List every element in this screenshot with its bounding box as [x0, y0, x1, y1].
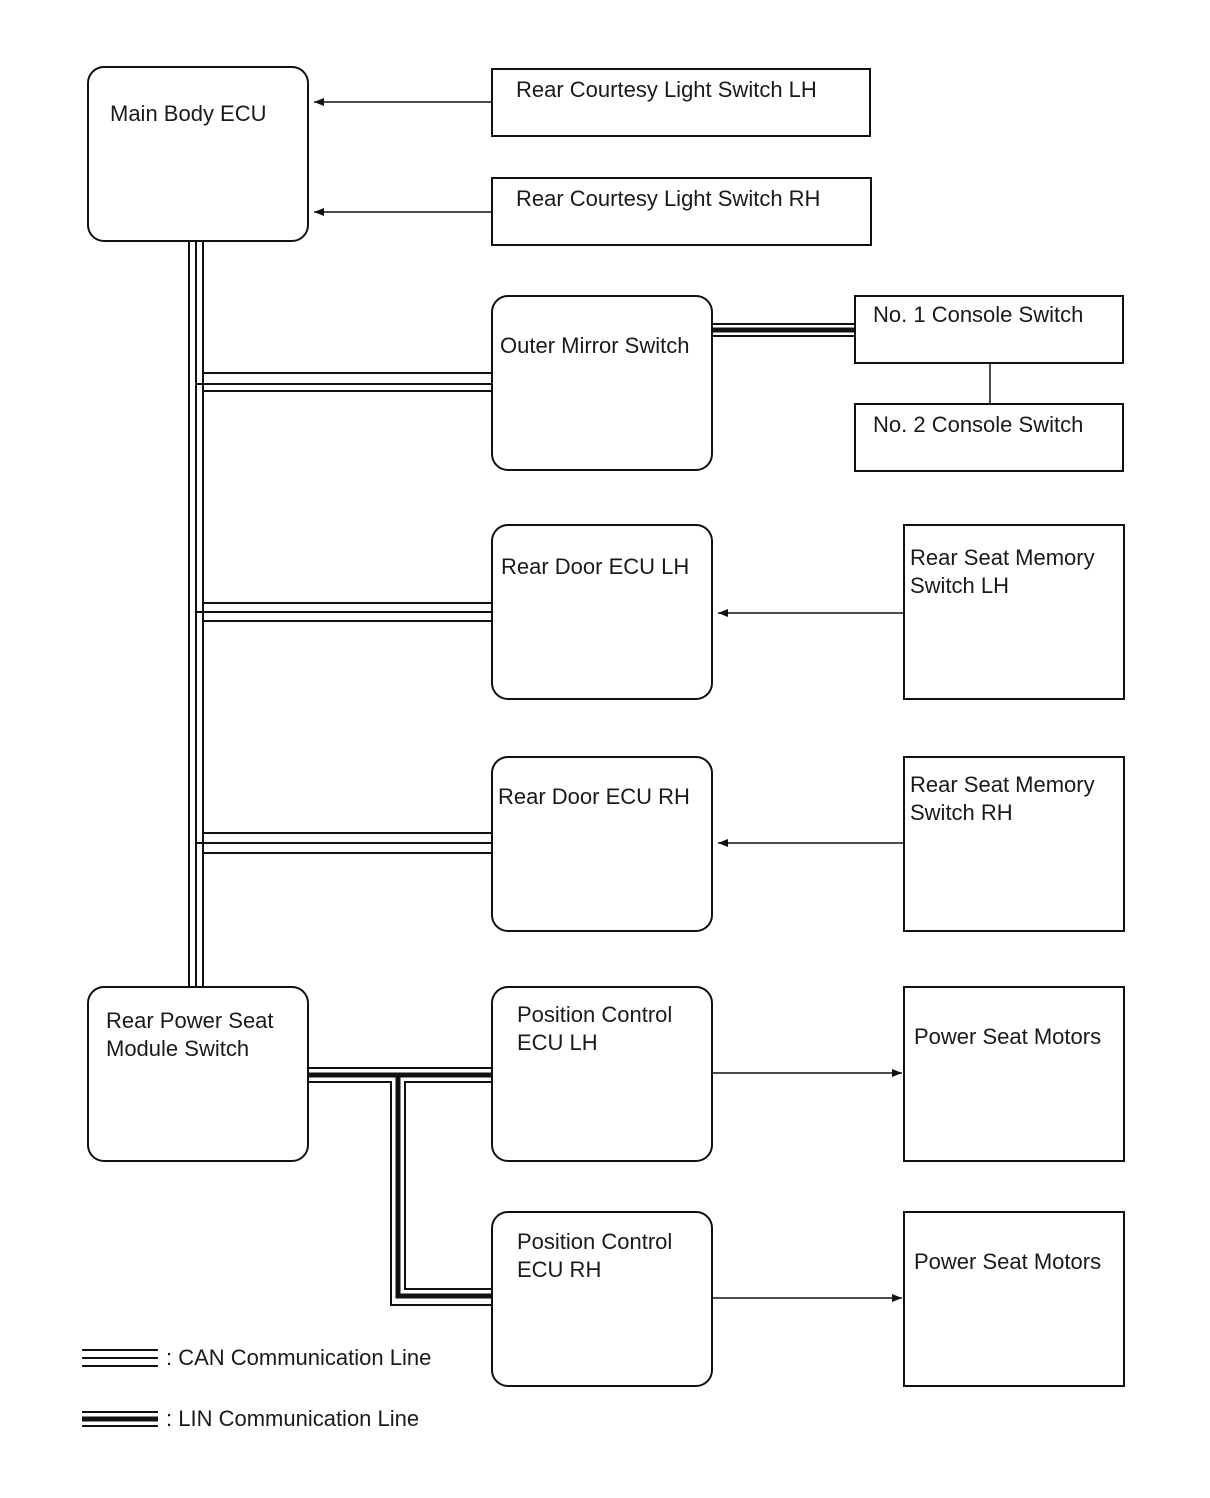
- node-box: [903, 756, 1125, 932]
- can-bus: [188, 241, 492, 987]
- node-box: [491, 986, 713, 1162]
- node-label: ECU RH: [517, 1257, 601, 1282]
- nodes: Main Body ECU Rear Courtesy Light Switch …: [87, 66, 1125, 1387]
- node-box: [903, 986, 1125, 1162]
- node-main-body-ecu: Main Body ECU: [87, 66, 309, 242]
- node-label: Outer Mirror Switch: [500, 333, 689, 358]
- node-label: Rear Courtesy Light Switch RH: [516, 186, 820, 211]
- node-power-seat-motors-lh: Power Seat Motors: [903, 986, 1125, 1162]
- node-outer-mirror-switch: Outer Mirror Switch: [491, 295, 713, 471]
- node-box: [903, 524, 1125, 700]
- node-label: Position Control: [517, 1002, 672, 1027]
- node-rear-door-ecu-rh: Rear Door ECU RH: [491, 756, 713, 932]
- node-label: Switch LH: [910, 573, 1009, 598]
- legend-lin-swatch: [82, 1411, 158, 1427]
- node-label: ECU LH: [517, 1030, 598, 1055]
- node-box: [491, 524, 713, 700]
- lin-outer-mirror-console: [712, 323, 855, 337]
- node-box: [903, 1211, 1125, 1387]
- node-label: Rear Power Seat: [106, 1008, 274, 1033]
- node-label: No. 2 Console Switch: [873, 412, 1083, 437]
- node-label: Main Body ECU: [110, 101, 267, 126]
- node-label: Switch RH: [910, 800, 1013, 825]
- lin-lines: [308, 323, 855, 1306]
- legend-can-swatch: [82, 1349, 158, 1367]
- node-box: [87, 66, 309, 242]
- node-power-seat-motors-rh: Power Seat Motors: [903, 1211, 1125, 1387]
- legend: : CAN Communication Line : LIN Communica…: [82, 1345, 431, 1431]
- node-box: [491, 177, 872, 246]
- node-label: Position Control: [517, 1229, 672, 1254]
- node-rear-courtesy-light-switch-lh: Rear Courtesy Light Switch LH: [491, 68, 871, 137]
- node-rear-courtesy-light-switch-rh: Rear Courtesy Light Switch RH: [491, 177, 872, 246]
- node-box: [491, 756, 713, 932]
- signal-lines: [314, 98, 991, 1302]
- node-box: [491, 295, 713, 471]
- node-label: Power Seat Motors: [914, 1024, 1101, 1049]
- node-box: [491, 68, 871, 137]
- node-box: [854, 295, 1124, 364]
- node-label: Power Seat Motors: [914, 1249, 1101, 1274]
- node-box: [854, 403, 1124, 472]
- legend-lin-label: : LIN Communication Line: [166, 1406, 419, 1431]
- node-label: Rear Seat Memory: [910, 545, 1095, 570]
- node-label: Rear Door ECU RH: [498, 784, 690, 809]
- lin-seat-module-position-ecus: [308, 1067, 492, 1306]
- node-label: Rear Seat Memory: [910, 772, 1095, 797]
- node-label: No. 1 Console Switch: [873, 302, 1083, 327]
- node-label: Rear Courtesy Light Switch LH: [516, 77, 817, 102]
- node-no1-console-switch: No. 1 Console Switch: [854, 295, 1124, 364]
- node-box: [87, 986, 309, 1162]
- node-no2-console-switch: No. 2 Console Switch: [854, 403, 1124, 472]
- node-label: Module Switch: [106, 1036, 249, 1061]
- node-rear-door-ecu-lh: Rear Door ECU LH: [491, 524, 713, 700]
- legend-can-label: : CAN Communication Line: [166, 1345, 431, 1370]
- node-label: Rear Door ECU LH: [501, 554, 689, 579]
- node-box: [491, 1211, 713, 1387]
